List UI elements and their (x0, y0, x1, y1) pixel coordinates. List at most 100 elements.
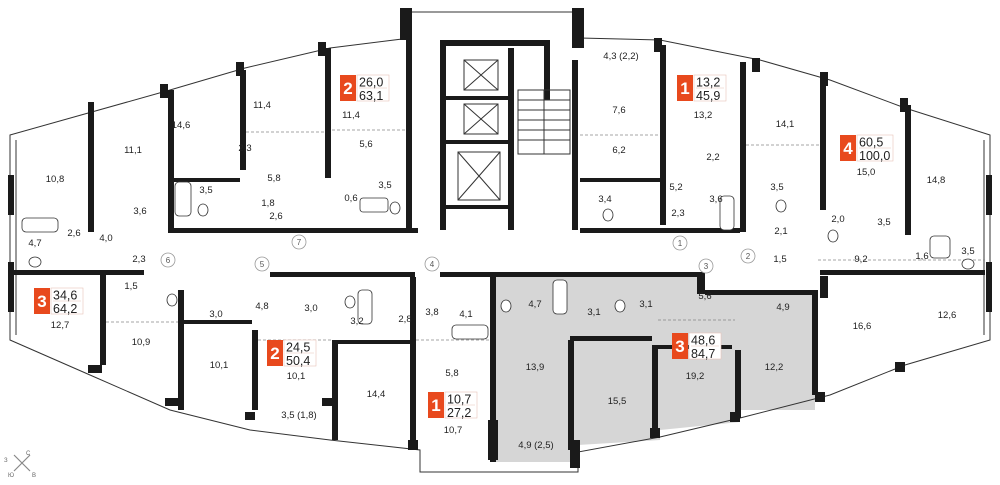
door-marker (698, 258, 714, 274)
apartment-total-area: 63,1 (359, 89, 383, 103)
apartment-rooms-box (340, 75, 356, 101)
room-area-label: 12,6 (938, 310, 957, 321)
door-marker (672, 235, 688, 251)
apartment-rooms-box (34, 288, 50, 314)
door-marker (254, 256, 270, 272)
room-area-label: 15,0 (857, 167, 876, 178)
apartment-total-area: 27,2 (447, 406, 471, 420)
room-area-label: 1,5 (124, 281, 137, 292)
room-area-label: 1,8 (261, 198, 274, 209)
room-area-label: 1,6 (915, 251, 928, 262)
apartment-living-area: 10,7 (447, 393, 471, 407)
apartment-total-area: 64,2 (53, 302, 77, 316)
room-area-label: 2,6 (269, 211, 282, 222)
door-marker (740, 248, 756, 264)
svg-text:З: З (4, 458, 8, 464)
apartment-rooms-count: 4 (843, 139, 853, 158)
room-area-label: 11,1 (124, 145, 142, 156)
room-area-label: 3,5 (199, 185, 212, 196)
room-area-label: 10,1 (287, 371, 306, 382)
room-area-label: 3,5 (770, 182, 783, 193)
apartment-rooms-box (677, 75, 693, 101)
door-marker (160, 252, 176, 268)
room-area-label: 3,5 (877, 217, 890, 228)
apartment-rooms-count: 1 (680, 79, 689, 98)
room-area-label: 12,2 (765, 362, 784, 373)
room-area-label: 3,1 (587, 307, 600, 318)
room-area-label: 13,2 (694, 110, 713, 121)
door-number: 3 (704, 262, 709, 271)
room-area-label: 10,9 (132, 337, 151, 348)
room-area-label: 3,8 (425, 307, 438, 318)
fixtures (21, 181, 975, 340)
apartment-living-area: 26,0 (359, 76, 383, 90)
room-area-label: 4,9 (2,5) (518, 440, 553, 451)
apartment-rooms-box (840, 135, 856, 161)
room-area-label: 3,0 (209, 309, 222, 320)
room-area-label: 3,6 (709, 194, 722, 205)
apartment-total-area: 84,7 (691, 347, 715, 361)
room-area-label: 2,8 (398, 314, 411, 325)
room-area-label: 3,5 (378, 180, 391, 191)
apartment-rooms-count: 1 (431, 396, 440, 415)
room-area-label: 11,4 (342, 110, 360, 121)
door-number: 7 (297, 238, 302, 247)
door-number: 2 (746, 252, 751, 261)
door-number: 4 (430, 260, 435, 269)
room-area-label: 14,8 (927, 175, 946, 186)
apartment-rooms-box (428, 392, 444, 418)
room-area-label: 14,1 (776, 119, 795, 130)
apartment-rooms-count: 3 (37, 292, 46, 311)
room-area-label: 0,6 (344, 193, 357, 204)
apartment-total-area: 45,9 (696, 89, 720, 103)
room-area-label: 2,3 (132, 254, 145, 265)
room-area-label: 4,7 (28, 238, 41, 249)
room-area-label: 15,5 (608, 396, 627, 407)
room-area-label: 3,1 (639, 299, 652, 310)
apartment-total-area: 100,0 (859, 149, 890, 163)
apartment-rooms-box (267, 340, 283, 366)
room-area-label: 5,6 (698, 291, 711, 302)
apartment-living-area: 48,6 (691, 334, 715, 348)
room-area-label: 4,0 (99, 233, 112, 244)
svg-text:В: В (32, 473, 36, 479)
room-area-label: 5,2 (669, 182, 682, 193)
elevator-shafts (457, 59, 501, 201)
room-area-label: 5,8 (267, 173, 280, 184)
apartment-living-area: 60,5 (859, 136, 883, 150)
apartment-living-area: 13,2 (696, 76, 720, 90)
door-number: 5 (260, 260, 265, 269)
room-area-label: 3,4 (598, 194, 611, 205)
svg-text:Ю: Ю (8, 473, 14, 479)
room-area-label: 14,6 (172, 120, 191, 131)
room-area-label: 14,4 (367, 389, 386, 400)
room-area-label: 4,3 (2,2) (603, 51, 638, 62)
room-area-label: 10,1 (210, 360, 229, 371)
room-area-label: 4,8 (255, 301, 268, 312)
room-area-label: 3,6 (133, 206, 146, 217)
room-area-label: 2,3 (671, 208, 684, 219)
door-marker (424, 256, 440, 272)
room-area-label: 1,5 (773, 254, 786, 265)
room-area-label: 3,2 (350, 316, 363, 327)
apartment-badge: 1 10,727,2 (428, 391, 478, 420)
room-area-label: 2,6 (67, 228, 80, 239)
apartment-rooms-box (672, 333, 688, 359)
room-area-label: 9,2 (854, 254, 867, 265)
room-area-label: 3,5 (1,8) (281, 410, 316, 421)
room-area-label: 5,8 (445, 368, 458, 379)
room-area-label: 4,9 (776, 302, 789, 313)
room-area-label: 12,7 (51, 320, 70, 331)
room-area-label: 3,0 (304, 303, 317, 314)
compass: С З Ю В (4, 451, 36, 479)
room-area-label: 4,1 (459, 309, 472, 320)
room-area-label: 2,2 (706, 152, 719, 163)
room-area-label: 3,5 (961, 246, 974, 257)
